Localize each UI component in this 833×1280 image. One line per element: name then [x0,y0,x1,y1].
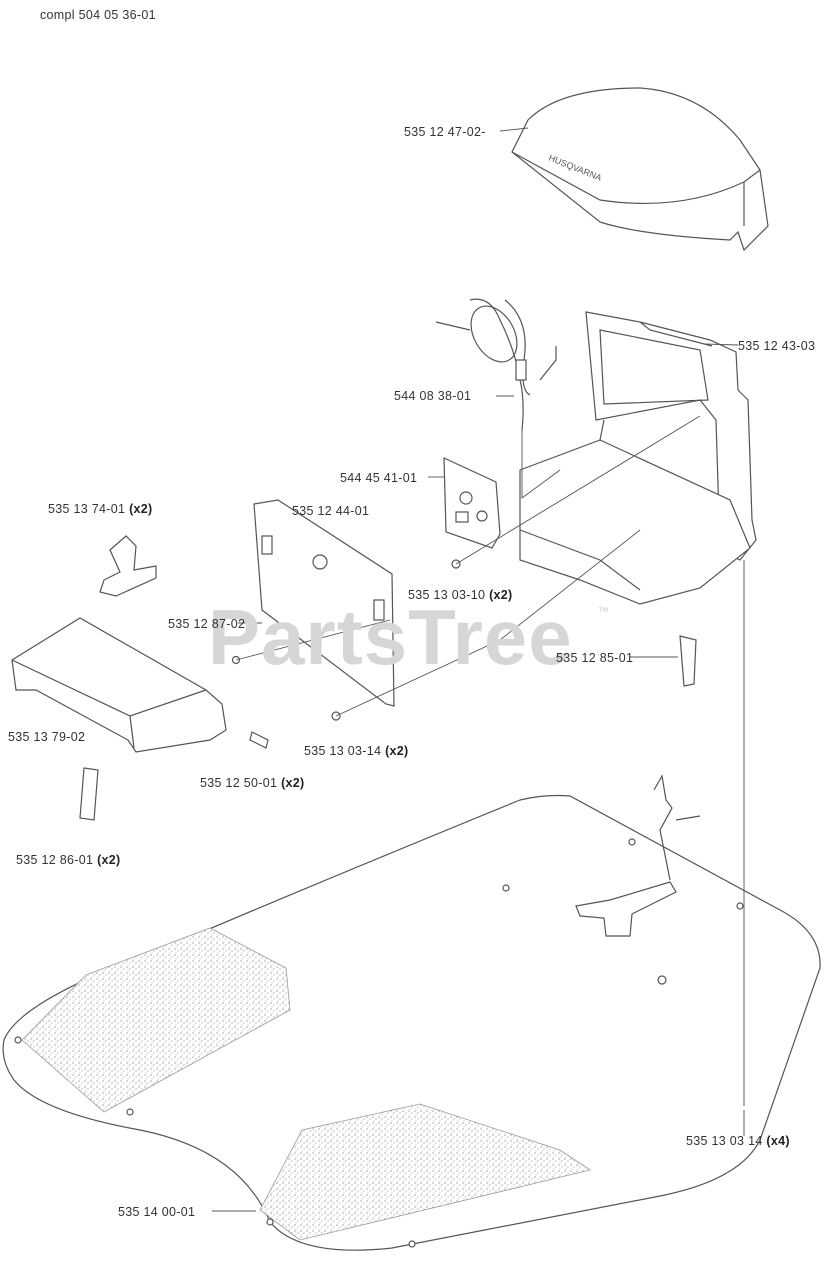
pin-part [249,731,269,749]
watermark-text: PartsTree [208,593,573,681]
part-label[interactable]: 535 14 00-01 [118,1205,196,1219]
bracket-part [99,535,157,597]
part-label[interactable]: 535 12 43-03 [738,339,816,353]
base-box-part [519,419,751,605]
part-label[interactable]: 535 12 87-02 [168,617,246,631]
base-plate-part [2,794,821,1251]
part-label[interactable]: 535 12 47-02- [404,125,486,139]
part-label[interactable]: 535 13 03 14 (x4) [686,1134,790,1148]
top-cover-part: HUSQVARNA [511,87,769,252]
assembly-number: compl 504 05 36-01 [40,8,156,22]
rear-housing-part [585,311,757,561]
part-label[interactable]: 535 12 85-01 [556,651,634,665]
charging-connector-part [575,774,701,937]
part-label[interactable]: 535 13 74-01 (x2) [48,502,153,516]
wire-harness-part [435,298,557,431]
part-label[interactable]: 535 13 79-02 [8,730,86,744]
circuit-board-part [443,457,501,549]
watermark-trademark: ™ [598,606,609,618]
mounting-plate-part [253,499,395,707]
part-label[interactable]: 535 12 44-01 [292,504,370,518]
part-label[interactable]: 535 12 86-01 (x2) [16,853,121,867]
side-cover-part [11,617,227,753]
part-label[interactable]: 544 45 41-01 [340,471,418,485]
cable-clip-part [679,635,697,687]
part-label[interactable]: 544 08 38-01 [394,389,472,403]
part-label[interactable]: 535 13 03-10 (x2) [408,588,513,602]
part-label[interactable]: 535 13 03-14 (x2) [304,744,409,758]
leader-lines [212,127,745,1212]
strap-part [79,767,99,821]
part-label[interactable]: 535 12 50-01 (x2) [200,776,305,790]
